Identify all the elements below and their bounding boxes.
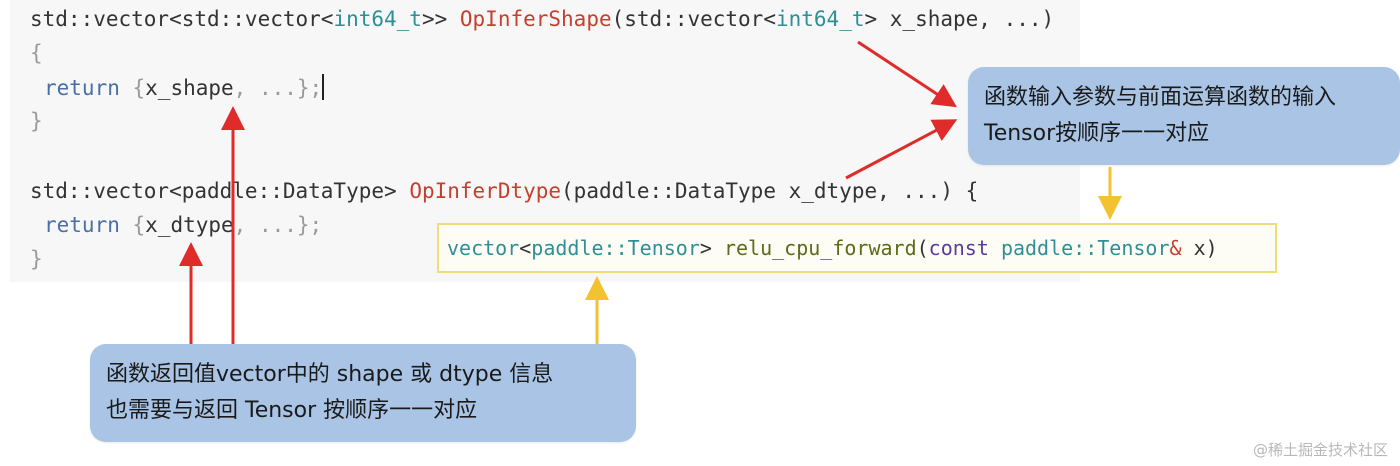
callout-text-line: 也需要与返回 Tensor 按顺序一一对应 (106, 398, 478, 423)
callout-text-line: 函数返回值vector中的 shape 或 dtype 信息 (106, 362, 554, 387)
function-name: OpInferShape (459, 7, 612, 31)
code-token: > x_shape, ...) (864, 7, 1055, 31)
code-keyword: const (928, 236, 989, 260)
code-token: >> (421, 7, 460, 31)
forward-signature-box: vector<paddle::Tensor> relu_cpu_forward(… (437, 223, 1277, 273)
code-token: , ...}; (233, 213, 323, 237)
code-token: { (119, 213, 146, 237)
text-cursor (322, 74, 325, 100)
code-line-2: { (30, 41, 43, 65)
code-token: std::vector< (30, 179, 182, 203)
code-line-5: std::vector<paddle::DataType> OpInferDty… (30, 178, 978, 204)
code-token: std::vector<std::vector< (30, 7, 334, 31)
code-token: ( (916, 236, 929, 260)
callout-text-line: 函数输入参数与前面运算函数的输入 (984, 85, 1337, 110)
function-name: OpInferDtype (409, 179, 562, 203)
function-name: relu_cpu_forward (723, 236, 917, 260)
code-token: { (119, 76, 146, 100)
code-token: , ...}; (233, 76, 323, 100)
code-token: paddle::DataType (181, 179, 385, 203)
forward-signature: vector<paddle::Tensor> relu_cpu_forward(… (447, 235, 1218, 261)
code-line-3: return {x_shape, ...}; (44, 74, 325, 101)
code-token: paddle::Tensor (531, 236, 700, 260)
callout-return-values: 函数返回值vector中的 shape 或 dtype 信息 也需要与返回 Te… (90, 344, 636, 442)
code-keyword: return (44, 76, 120, 100)
code-token: x_dtype (145, 213, 234, 237)
code-line-4: } (30, 109, 43, 133)
code-token: x) (1181, 236, 1218, 260)
code-line-6: return {x_dtype, ...}; (44, 212, 322, 238)
code-line-1: std::vector<std::vector<int64_t>> OpInfe… (30, 6, 1054, 32)
code-keyword: return (44, 213, 120, 237)
code-token (989, 236, 1001, 260)
watermark: @稀土掘金技术社区 (1252, 441, 1388, 459)
code-token: x_shape (145, 76, 234, 100)
code-token: int64_t (333, 7, 422, 31)
code-token: (paddle::DataType x_dtype, ...) { (561, 179, 979, 203)
code-token: & (1169, 236, 1182, 260)
code-token: < (519, 236, 532, 260)
code-token: vector (447, 236, 520, 260)
code-token: (std::vector< (611, 7, 776, 31)
callout-text-line: Tensor按顺序一一对应 (984, 121, 1210, 146)
code-token: int64_t (775, 7, 865, 31)
code-token: > (699, 236, 724, 260)
callout-input-params: 函数输入参数与前面运算函数的输入 Tensor按顺序一一对应 (968, 67, 1400, 165)
code-line-7: } (30, 247, 43, 271)
code-token: > (384, 179, 410, 203)
code-token: paddle::Tensor (1000, 236, 1170, 260)
